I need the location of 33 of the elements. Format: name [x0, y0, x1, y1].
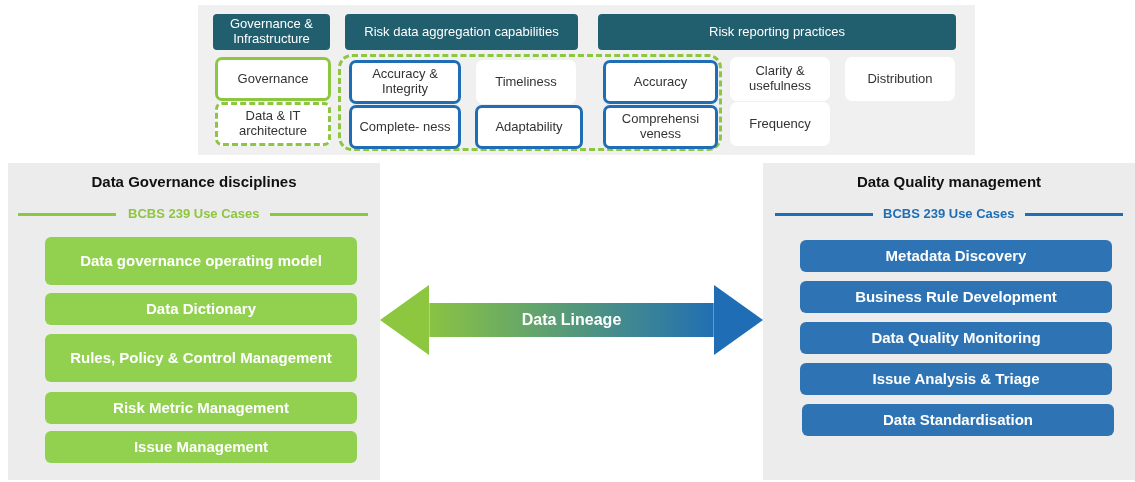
principle-box: Data & IT architecture	[215, 102, 331, 146]
panel-title: Data Governance disciplines	[90, 173, 298, 190]
use-case-box: Business Rule Development	[800, 281, 1112, 313]
section-label: BCBS 239 Use Cases	[883, 206, 1015, 221]
principle-card: Timeliness	[476, 60, 576, 104]
principle-box: Comprehensi veness	[603, 105, 718, 149]
dashed-group-outline	[338, 54, 722, 151]
use-case-box: Issue Analysis & Triage	[800, 363, 1112, 395]
double-arrow	[380, 284, 763, 356]
section-label: BCBS 239 Use Cases	[128, 206, 260, 221]
principle-box: Accuracy	[603, 60, 718, 104]
principle-box: Accuracy & Integrity	[349, 60, 461, 104]
principle-card: Clarity & usefulness	[730, 57, 830, 101]
use-case-box: Data Quality Monitoring	[800, 322, 1112, 354]
panel	[763, 163, 1135, 480]
use-case-box: Data Standardisation	[802, 404, 1114, 436]
principle-box: Governance	[215, 57, 331, 101]
category-header: Risk reporting practices	[598, 14, 956, 50]
use-case-box: Data Dictionary	[45, 293, 357, 325]
principle-card: Frequency	[730, 102, 830, 146]
category-header: Risk data aggregation capabilities	[345, 14, 578, 50]
principle-box: Adaptability	[475, 105, 583, 149]
panel-title: Data Quality management	[855, 173, 1043, 190]
use-case-box: Issue Management	[45, 431, 357, 463]
principle-box: Complete- ness	[349, 105, 461, 149]
category-header: Governance & Infrastructure	[213, 14, 330, 50]
use-case-box: Rules, Policy & Control Management	[45, 334, 357, 382]
edge-label: Data Lineage	[521, 311, 622, 329]
use-case-box: Metadata Discovery	[800, 240, 1112, 272]
use-case-box: Risk Metric Management	[45, 392, 357, 424]
principle-card: Distribution	[845, 57, 955, 101]
use-case-box: Data governance operating model	[45, 237, 357, 285]
panel	[8, 163, 380, 480]
